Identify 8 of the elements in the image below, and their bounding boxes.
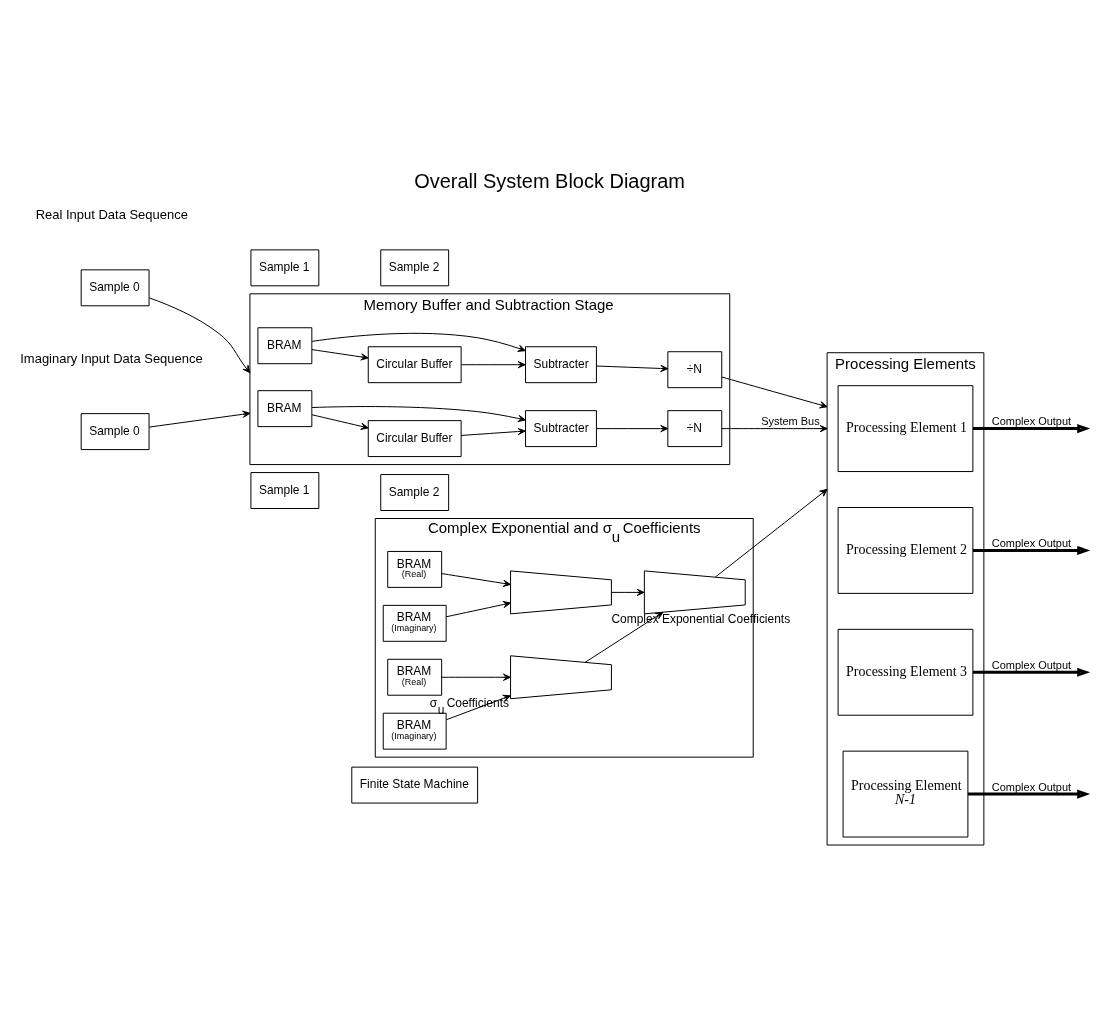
label: Imaginary Input Data Sequence	[20, 350, 203, 366]
label: Real Input Data Sequence	[35, 206, 188, 222]
edge-label: Complex Output	[991, 658, 1072, 671]
edge-label: Complex Output	[991, 414, 1072, 427]
edge-label: Complex Output	[991, 780, 1072, 793]
diagram-title: Overall System Block Diagram	[414, 169, 685, 192]
edge-label: System Bus	[761, 414, 820, 427]
edge-label: Complex Output	[991, 536, 1072, 549]
